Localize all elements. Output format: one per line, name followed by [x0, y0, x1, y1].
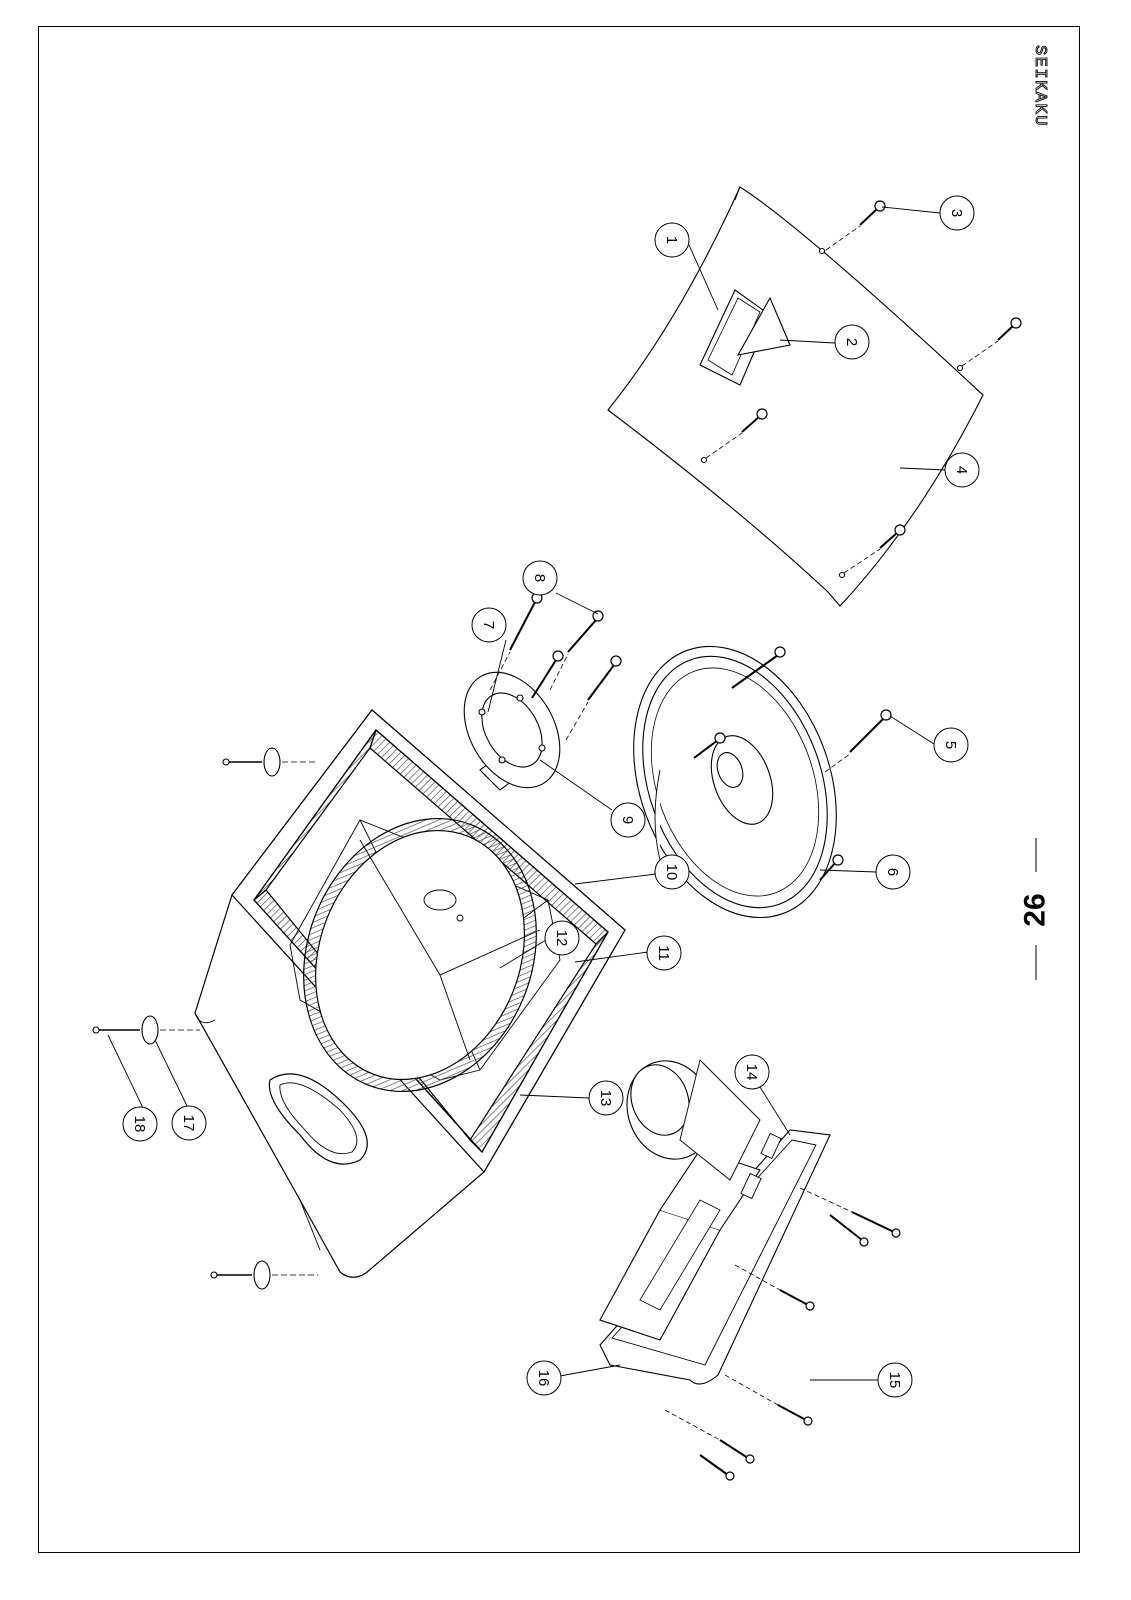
svg-text:15: 15 [886, 1372, 903, 1389]
svg-text:12: 12 [553, 930, 570, 947]
brand-logo-text: SEIKAKU [1030, 45, 1049, 127]
svg-text:13: 13 [597, 1090, 614, 1107]
svg-text:8: 8 [531, 574, 548, 582]
callout-12: 12 [545, 921, 579, 955]
woofer-assembly [598, 618, 872, 946]
callout-17: 17 [172, 1106, 206, 1140]
foot-bottom [211, 1261, 318, 1289]
svg-text:7: 7 [480, 621, 497, 629]
cabinet-handle [269, 1074, 367, 1164]
speaker-cabinet [195, 710, 625, 1277]
svg-text:3: 3 [948, 209, 965, 217]
callout-1: 1 [655, 223, 689, 257]
callout-18: 18 [123, 1107, 157, 1141]
callout-14: 14 [735, 1055, 769, 1089]
svg-text:10: 10 [663, 864, 680, 881]
svg-text:14: 14 [743, 1064, 760, 1081]
svg-text:2: 2 [843, 338, 860, 346]
callout-2: 2 [835, 325, 869, 359]
svg-text:18: 18 [131, 1116, 148, 1133]
svg-text:11: 11 [655, 945, 672, 961]
callout-11: 11 [647, 936, 681, 970]
svg-text:6: 6 [884, 868, 901, 876]
callout-5: 5 [934, 728, 968, 762]
callout-8: 8 [523, 561, 557, 595]
svg-text:4: 4 [953, 466, 970, 474]
svg-text:9: 9 [619, 816, 636, 824]
callout-7: 7 [472, 608, 506, 642]
callout-3: 3 [940, 196, 974, 230]
callout-13: 13 [589, 1081, 623, 1115]
horn-assembly [445, 655, 580, 804]
svg-text:1: 1 [663, 236, 680, 244]
callout-9: 9 [611, 803, 645, 837]
svg-text:16: 16 [535, 1370, 552, 1387]
foot-top [223, 748, 315, 776]
page-number: 26 [1008, 880, 1064, 940]
callout-15: 15 [878, 1363, 912, 1397]
foot-middle [93, 1016, 200, 1044]
callout-16: 16 [527, 1361, 561, 1395]
amplifier-panel-assembly [600, 1049, 830, 1384]
callout-10: 10 [655, 855, 689, 889]
svg-text:5: 5 [942, 741, 959, 749]
svg-text:17: 17 [180, 1115, 197, 1132]
callout-6: 6 [876, 855, 910, 889]
brand-logo: SEIKAKU [1030, 45, 1049, 127]
callout-4: 4 [945, 453, 979, 487]
page-number-text: 26 [1019, 893, 1053, 926]
